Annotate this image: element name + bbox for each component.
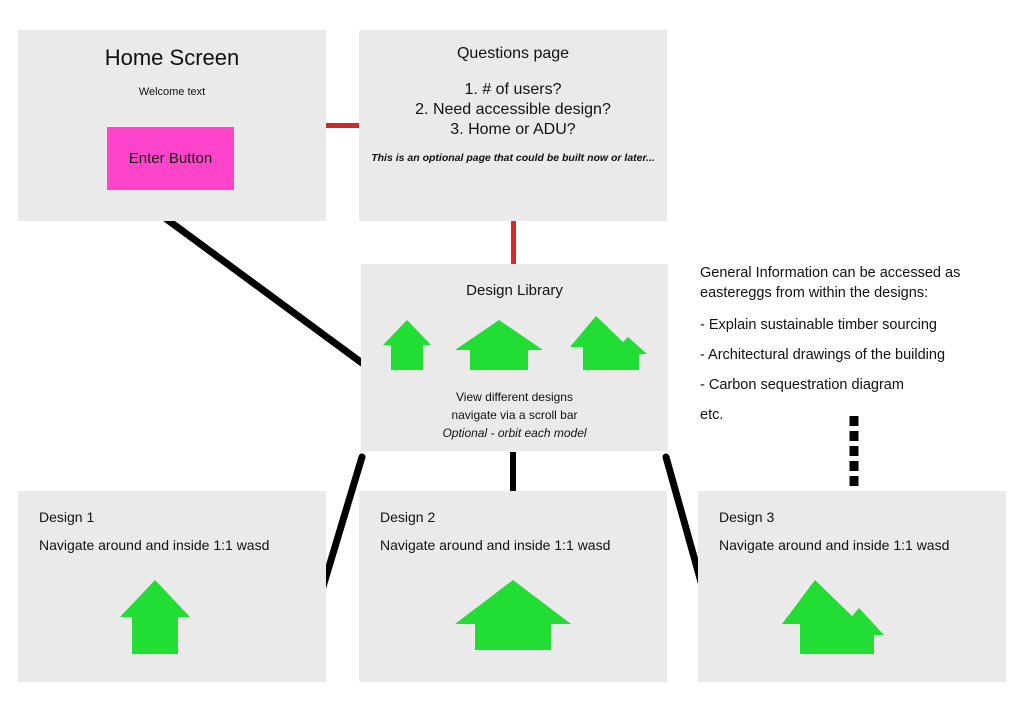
design-library-caption-line-2: navigate via a scroll bar (451, 408, 578, 422)
home-screen-title: Home Screen (104, 45, 240, 70)
info-heading-line-2: eastereggs from within the designs: (700, 285, 929, 301)
design-2-subtitle: Navigate around and inside 1:1 wasd (380, 537, 611, 553)
home-screen-welcome-text: Welcome text (138, 86, 206, 98)
design-library-caption-line-1: View different designs (456, 390, 573, 404)
questions-page-card: Questions page 1. # of users? 2. Need ac… (359, 30, 667, 221)
info-item-1: - Explain sustainable timber sourcing (700, 317, 937, 333)
design-1-icon-wrap (18, 577, 326, 657)
design-library-title: Design Library (466, 282, 563, 299)
house-double-gable-icon[interactable] (566, 314, 648, 372)
design-2-title: Design 2 (380, 509, 436, 525)
questions-list: 1. # of users? 2. Need accessible design… (359, 80, 667, 140)
design-2-icon-wrap (359, 577, 667, 653)
design-1-card: Design 1 Navigate around and inside 1:1 … (18, 491, 326, 682)
design-library-house-row (361, 312, 668, 372)
connector-questions-to-library (511, 221, 516, 266)
connector-home-to-questions (322, 123, 363, 128)
connector-home-to-library (161, 214, 366, 367)
design-1-subtitle: Navigate around and inside 1:1 wasd (39, 537, 270, 553)
question-item-3: 3. Home or ADU? (450, 121, 576, 138)
home-screen-card: Home Screen Welcome text Enter Button (18, 30, 326, 221)
info-heading: General Information can be accessed as e… (700, 263, 1010, 303)
design-3-card: Design 3 Navigate around and inside 1:1 … (698, 491, 1006, 682)
design-1-title: Design 1 (39, 509, 95, 525)
design-2-card: Design 2 Navigate around and inside 1:1 … (359, 491, 667, 682)
question-item-1: 1. # of users? (464, 81, 562, 98)
design-library-caption-italic: Optional - orbit each model (442, 426, 587, 440)
connector-library-to-design1 (318, 453, 366, 594)
design-3-subtitle: Navigate around and inside 1:1 wasd (719, 537, 950, 553)
questions-page-note: This is an optional page that could be b… (371, 152, 655, 164)
house-narrow-icon[interactable] (382, 317, 432, 372)
info-etc: etc. (700, 407, 724, 423)
general-information-block: General Information can be accessed as e… (700, 263, 1010, 423)
house-narrow-icon[interactable] (118, 577, 192, 657)
design-library-caption: View different designs navigate via a sc… (361, 388, 668, 442)
info-item-3: - Carbon sequestration diagram (700, 377, 904, 393)
house-wide-icon[interactable] (454, 317, 544, 372)
house-double-gable-icon[interactable] (774, 577, 886, 657)
enter-button[interactable]: Enter Button (107, 127, 234, 190)
connector-library-to-design2 (510, 452, 516, 491)
info-heading-line-1: General Information can be accessed as (700, 265, 961, 281)
info-item-2: - Architectural drawings of the building (700, 347, 946, 363)
house-wide-icon[interactable] (453, 577, 573, 653)
question-item-2: 2. Need accessible design? (415, 101, 611, 118)
design-3-icon-wrap (698, 577, 1006, 657)
design-library-card: Design Library View different designs na… (361, 264, 668, 451)
questions-page-title: Questions page (456, 45, 570, 62)
design-3-title: Design 3 (719, 509, 775, 525)
